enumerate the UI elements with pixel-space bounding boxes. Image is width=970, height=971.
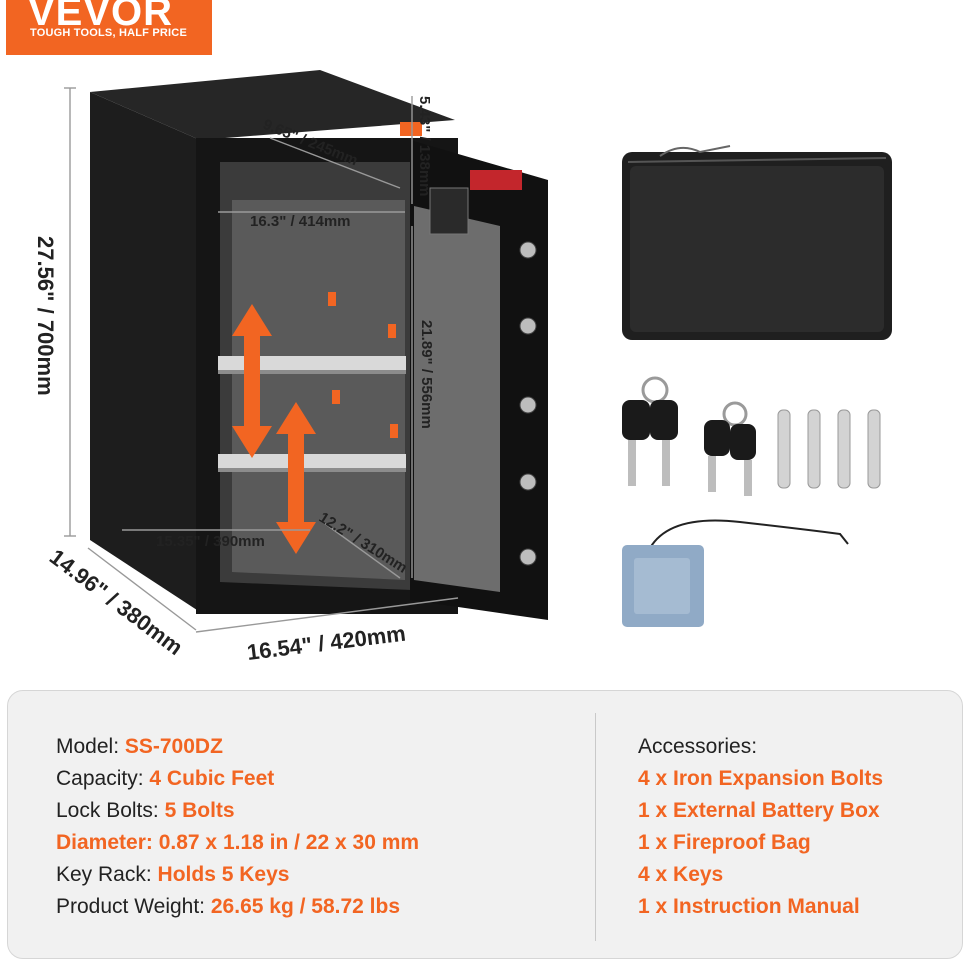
- dim-height: 27.56" / 700mm: [33, 236, 58, 396]
- spec-value: 4 Cubic Feet: [149, 767, 275, 790]
- accessories-list: Accessories: 4 x Iron Expansion Bolts 1 …: [638, 735, 883, 927]
- spec-label: Diameter:: [56, 831, 153, 854]
- dim-door-height: 21.89" / 556mm: [418, 320, 435, 429]
- spec-value: 5 Bolts: [164, 799, 235, 822]
- spec-value: 26.65 kg / 58.72 lbs: [210, 895, 400, 918]
- spec-keyrack: Key Rack: Holds 5 Keys: [56, 863, 419, 895]
- spec-diameter: Diameter: 0.87 x 1.18 in / 22 x 30 mm: [56, 831, 419, 863]
- spec-panel: Model: SS-700DZ Capacity: 4 Cubic Feet L…: [7, 690, 963, 959]
- spec-label: Key Rack:: [56, 863, 152, 886]
- spec-value: 0.87 x 1.18 in / 22 x 30 mm: [158, 831, 420, 854]
- spec-model: Model: SS-700DZ: [56, 735, 419, 767]
- safe-icon: [90, 70, 548, 620]
- accessories-title: Accessories:: [638, 735, 758, 758]
- accessory-item: 4 x Keys: [638, 863, 724, 886]
- brand-logo: VEVOR TOUGH TOOLS, HALF PRICE: [6, 0, 212, 55]
- spec-value: SS-700DZ: [124, 735, 223, 758]
- spec-label: Capacity:: [56, 767, 144, 790]
- spec-label: Lock Bolts:: [56, 799, 159, 822]
- expansion-bolt-icon: [777, 409, 881, 489]
- fireproof-bag-icon: [622, 145, 892, 340]
- key-icon: [622, 376, 756, 496]
- brand-name: VEVOR: [28, 0, 174, 34]
- brand-tagline: TOUGH TOOLS, HALF PRICE: [30, 27, 187, 39]
- spec-label: Model:: [56, 735, 120, 758]
- spec-value: Holds 5 Keys: [157, 863, 290, 886]
- dim-width-outer: 16.54" / 420mm: [246, 621, 408, 665]
- dim-top-width: 16.3" / 414mm: [250, 213, 351, 230]
- dim-top-height: 5.43" / 138mm: [416, 96, 433, 197]
- spec-capacity: Capacity: 4 Cubic Feet: [56, 767, 419, 799]
- spec-list: Model: SS-700DZ Capacity: 4 Cubic Feet L…: [56, 735, 419, 927]
- dim-inner-width: 15.35" / 390mm: [156, 533, 265, 550]
- accessory-item: 1 x Instruction Manual: [638, 895, 860, 918]
- accessory-item: 1 x External Battery Box: [638, 799, 880, 822]
- spec-weight: Product Weight: 26.65 kg / 58.72 lbs: [56, 895, 419, 927]
- spec-label: Product Weight:: [56, 895, 206, 918]
- product-illustration: 27.56" / 700mm 14.96" / 380mm 16.54" / 4…: [33, 70, 892, 665]
- panel-divider: [595, 713, 596, 941]
- shelf-adjust-arrow-icon: [232, 304, 316, 554]
- spec-bolts: Lock Bolts: 5 Bolts: [56, 799, 419, 831]
- battery-box-icon: [622, 519, 849, 627]
- accessory-item: 1 x Fireproof Bag: [638, 831, 811, 854]
- accessory-item: 4 x Iron Expansion Bolts: [638, 767, 884, 790]
